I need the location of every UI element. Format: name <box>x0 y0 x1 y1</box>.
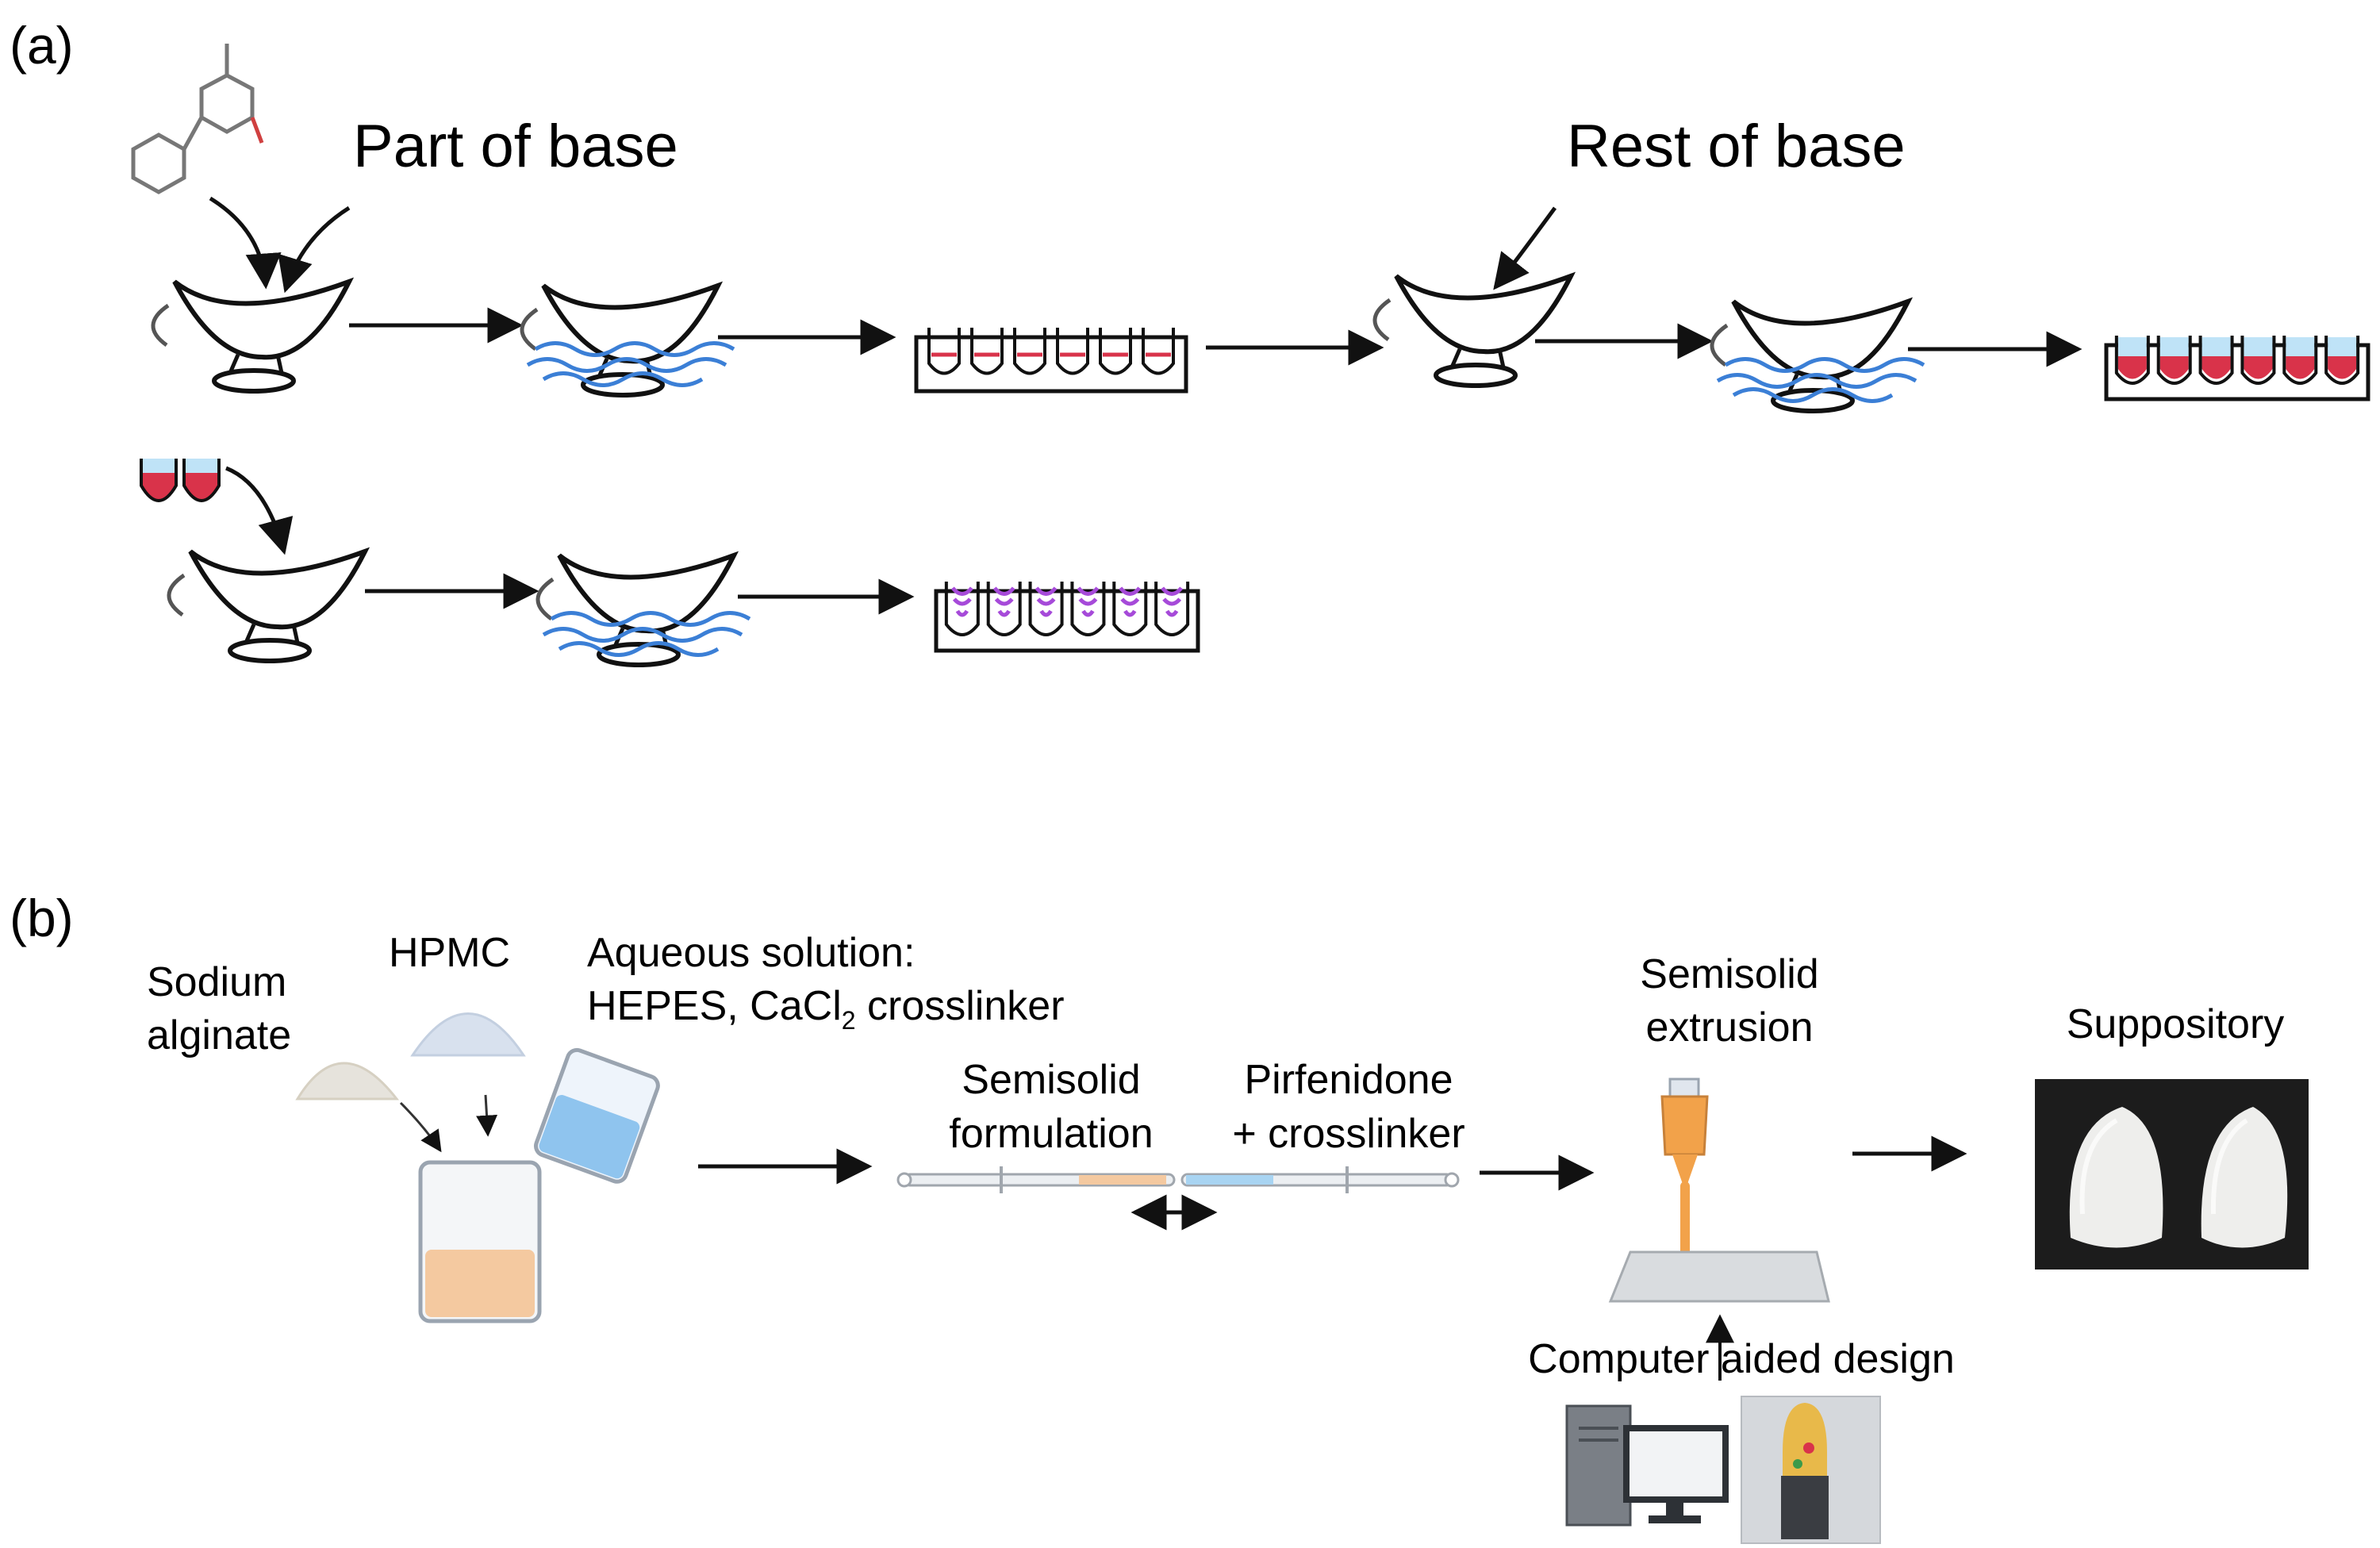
input-arrow <box>1493 206 1557 290</box>
part-of-base-label: Part of base <box>353 113 678 180</box>
pouring-beaker-icon <box>533 1047 660 1184</box>
mould-cell <box>2282 336 2318 385</box>
mould-cell <box>927 328 961 375</box>
suppository-label: Suppository <box>2067 1001 2285 1047</box>
mould-cells-icon <box>140 459 221 502</box>
input-arrow <box>399 1101 442 1153</box>
semisolid-formulation-label: formulation <box>949 1111 1153 1157</box>
mould-cell <box>182 459 221 502</box>
pirfenidone-label: + crosslinker <box>1232 1111 1464 1157</box>
mould-cell <box>1070 582 1106 636</box>
input-arrow <box>278 206 351 294</box>
cad-label: Computer aided design <box>1528 1336 1955 1382</box>
aqueous-solution-label: Aqueous solution: <box>587 930 915 976</box>
sodium-alginate-powder-icon <box>295 1062 400 1101</box>
extruder-icon <box>1608 1077 1830 1303</box>
input-arrow <box>225 466 294 555</box>
rest-of-base-label: Rest of base <box>1567 113 1906 180</box>
mould-cell <box>986 582 1022 636</box>
semisolid-extrusion-label: extrusion <box>1646 1004 1814 1051</box>
mould-cell <box>140 459 178 502</box>
mould-cell <box>2114 336 2150 385</box>
mortar-icon <box>1375 276 1571 386</box>
mould-cell <box>1142 328 1175 375</box>
hpmc-powder-icon <box>410 1012 526 1057</box>
mixing-beaker-icon <box>418 1160 542 1323</box>
pirfenidone-label: Pirfenidone <box>1244 1057 1453 1103</box>
mould-tray-icon <box>914 328 1188 394</box>
mould-cell <box>944 582 980 636</box>
molecule-icon <box>131 44 264 194</box>
mould-cell <box>1056 328 1089 375</box>
sodium-alginate-label: alginate <box>147 1012 291 1058</box>
mould-cell <box>2324 336 2360 385</box>
semisolid-extrusion-label: Semisolid <box>1640 951 1818 997</box>
mould-cell <box>1154 582 1190 636</box>
aqueous-solution-label: HEPES, CaCl2 crosslinker <box>587 983 1065 1035</box>
panel-a-label: (a) <box>10 16 74 75</box>
mould-cell <box>2156 336 2192 385</box>
hpmc-label: HPMC <box>389 930 510 976</box>
suppository-photo <box>2035 1079 2309 1270</box>
cad-model-icon <box>1741 1396 1881 1544</box>
mould-tray-icon <box>934 582 1200 653</box>
mould-cell <box>1028 582 1064 636</box>
semisolid-formulation-label: Semisolid <box>962 1057 1140 1103</box>
mould-cell <box>1013 328 1046 375</box>
syringe-pair-icon <box>896 1166 1460 1193</box>
mould-cell <box>2198 336 2234 385</box>
mould-cell <box>2240 336 2276 385</box>
computer-icon <box>1565 1404 1729 1527</box>
input-arrow <box>209 196 282 290</box>
input-arrow <box>476 1094 498 1137</box>
mortar-icon <box>153 282 349 391</box>
mould-cell <box>1099 328 1132 375</box>
mould-cell <box>1112 582 1148 636</box>
mortar-icon <box>169 551 365 661</box>
mould-tray-icon <box>2104 336 2370 401</box>
panel-b-label: (b) <box>10 889 74 947</box>
sodium-alginate-label: Sodium <box>147 959 286 1005</box>
mould-cell <box>970 328 1004 375</box>
